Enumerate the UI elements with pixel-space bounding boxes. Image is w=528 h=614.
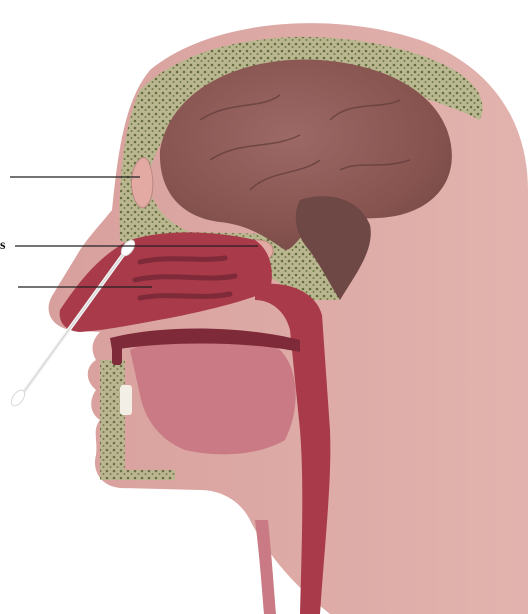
sphenoid-sinus-label: s bbox=[0, 239, 5, 253]
frontal-sinus bbox=[131, 158, 152, 208]
upper-tooth bbox=[112, 340, 122, 365]
lower-tooth bbox=[120, 385, 132, 415]
